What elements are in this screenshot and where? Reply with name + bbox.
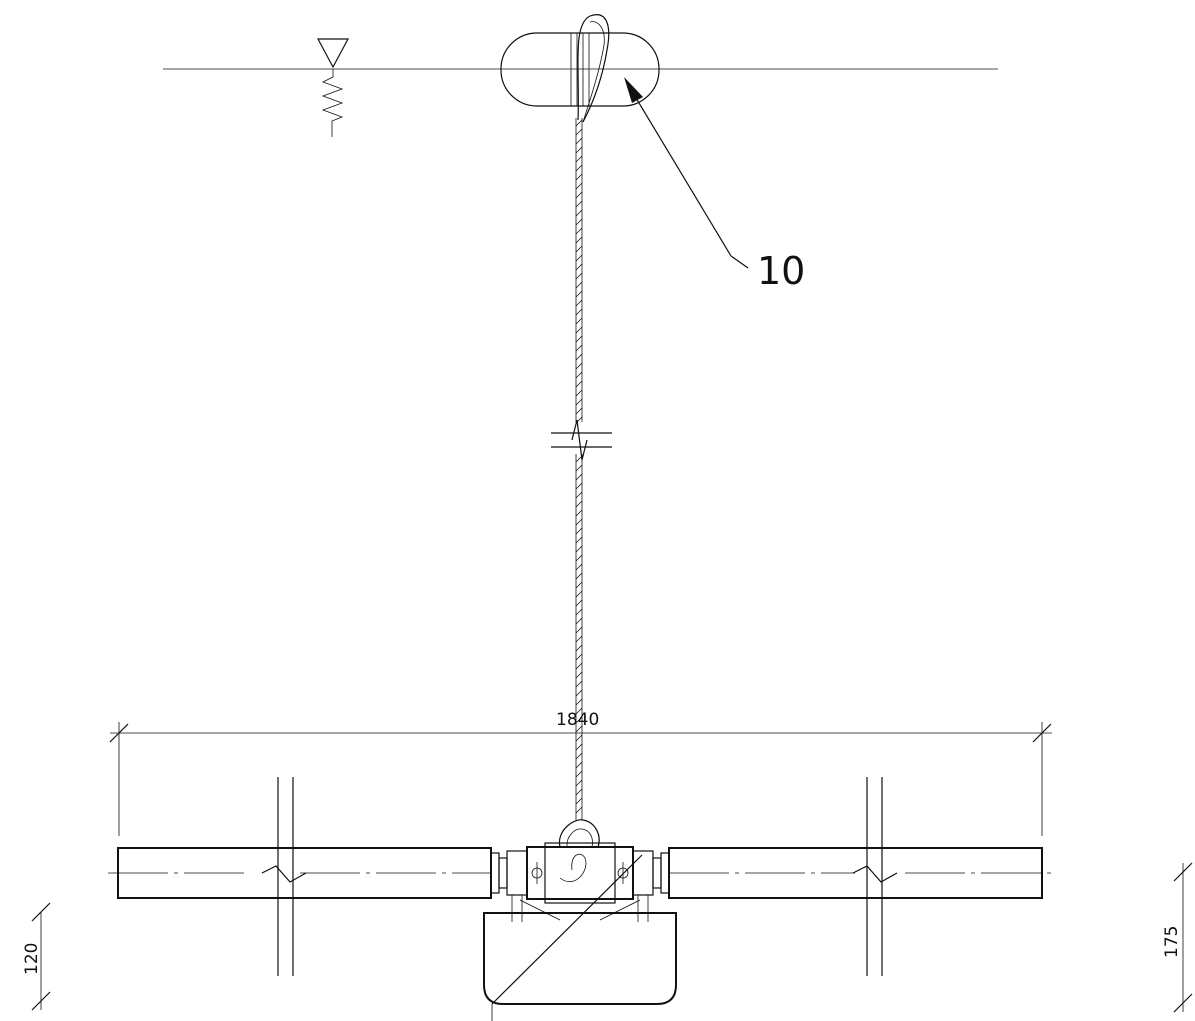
- dimension-label-175: 175: [1162, 926, 1182, 958]
- dimension-right-height: [1173, 862, 1193, 1013]
- dimension-left-height: [31, 902, 51, 1011]
- chain-break-symbol: [551, 419, 612, 461]
- right-pipe: [632, 777, 1052, 976]
- water-level-symbol: [316, 38, 350, 137]
- left-pipe: [108, 777, 528, 976]
- dimension-label-120: 120: [22, 943, 42, 975]
- float-body: [500, 14, 660, 123]
- dimension-overall-width: [109, 722, 1052, 836]
- chain-rope: [575, 118, 583, 820]
- callout-leader: [624, 77, 749, 269]
- dimension-label-1840: 1840: [556, 710, 599, 730]
- weight-box: [483, 854, 677, 1021]
- callout-label-float: 10: [757, 249, 805, 293]
- central-coupling: [511, 819, 649, 922]
